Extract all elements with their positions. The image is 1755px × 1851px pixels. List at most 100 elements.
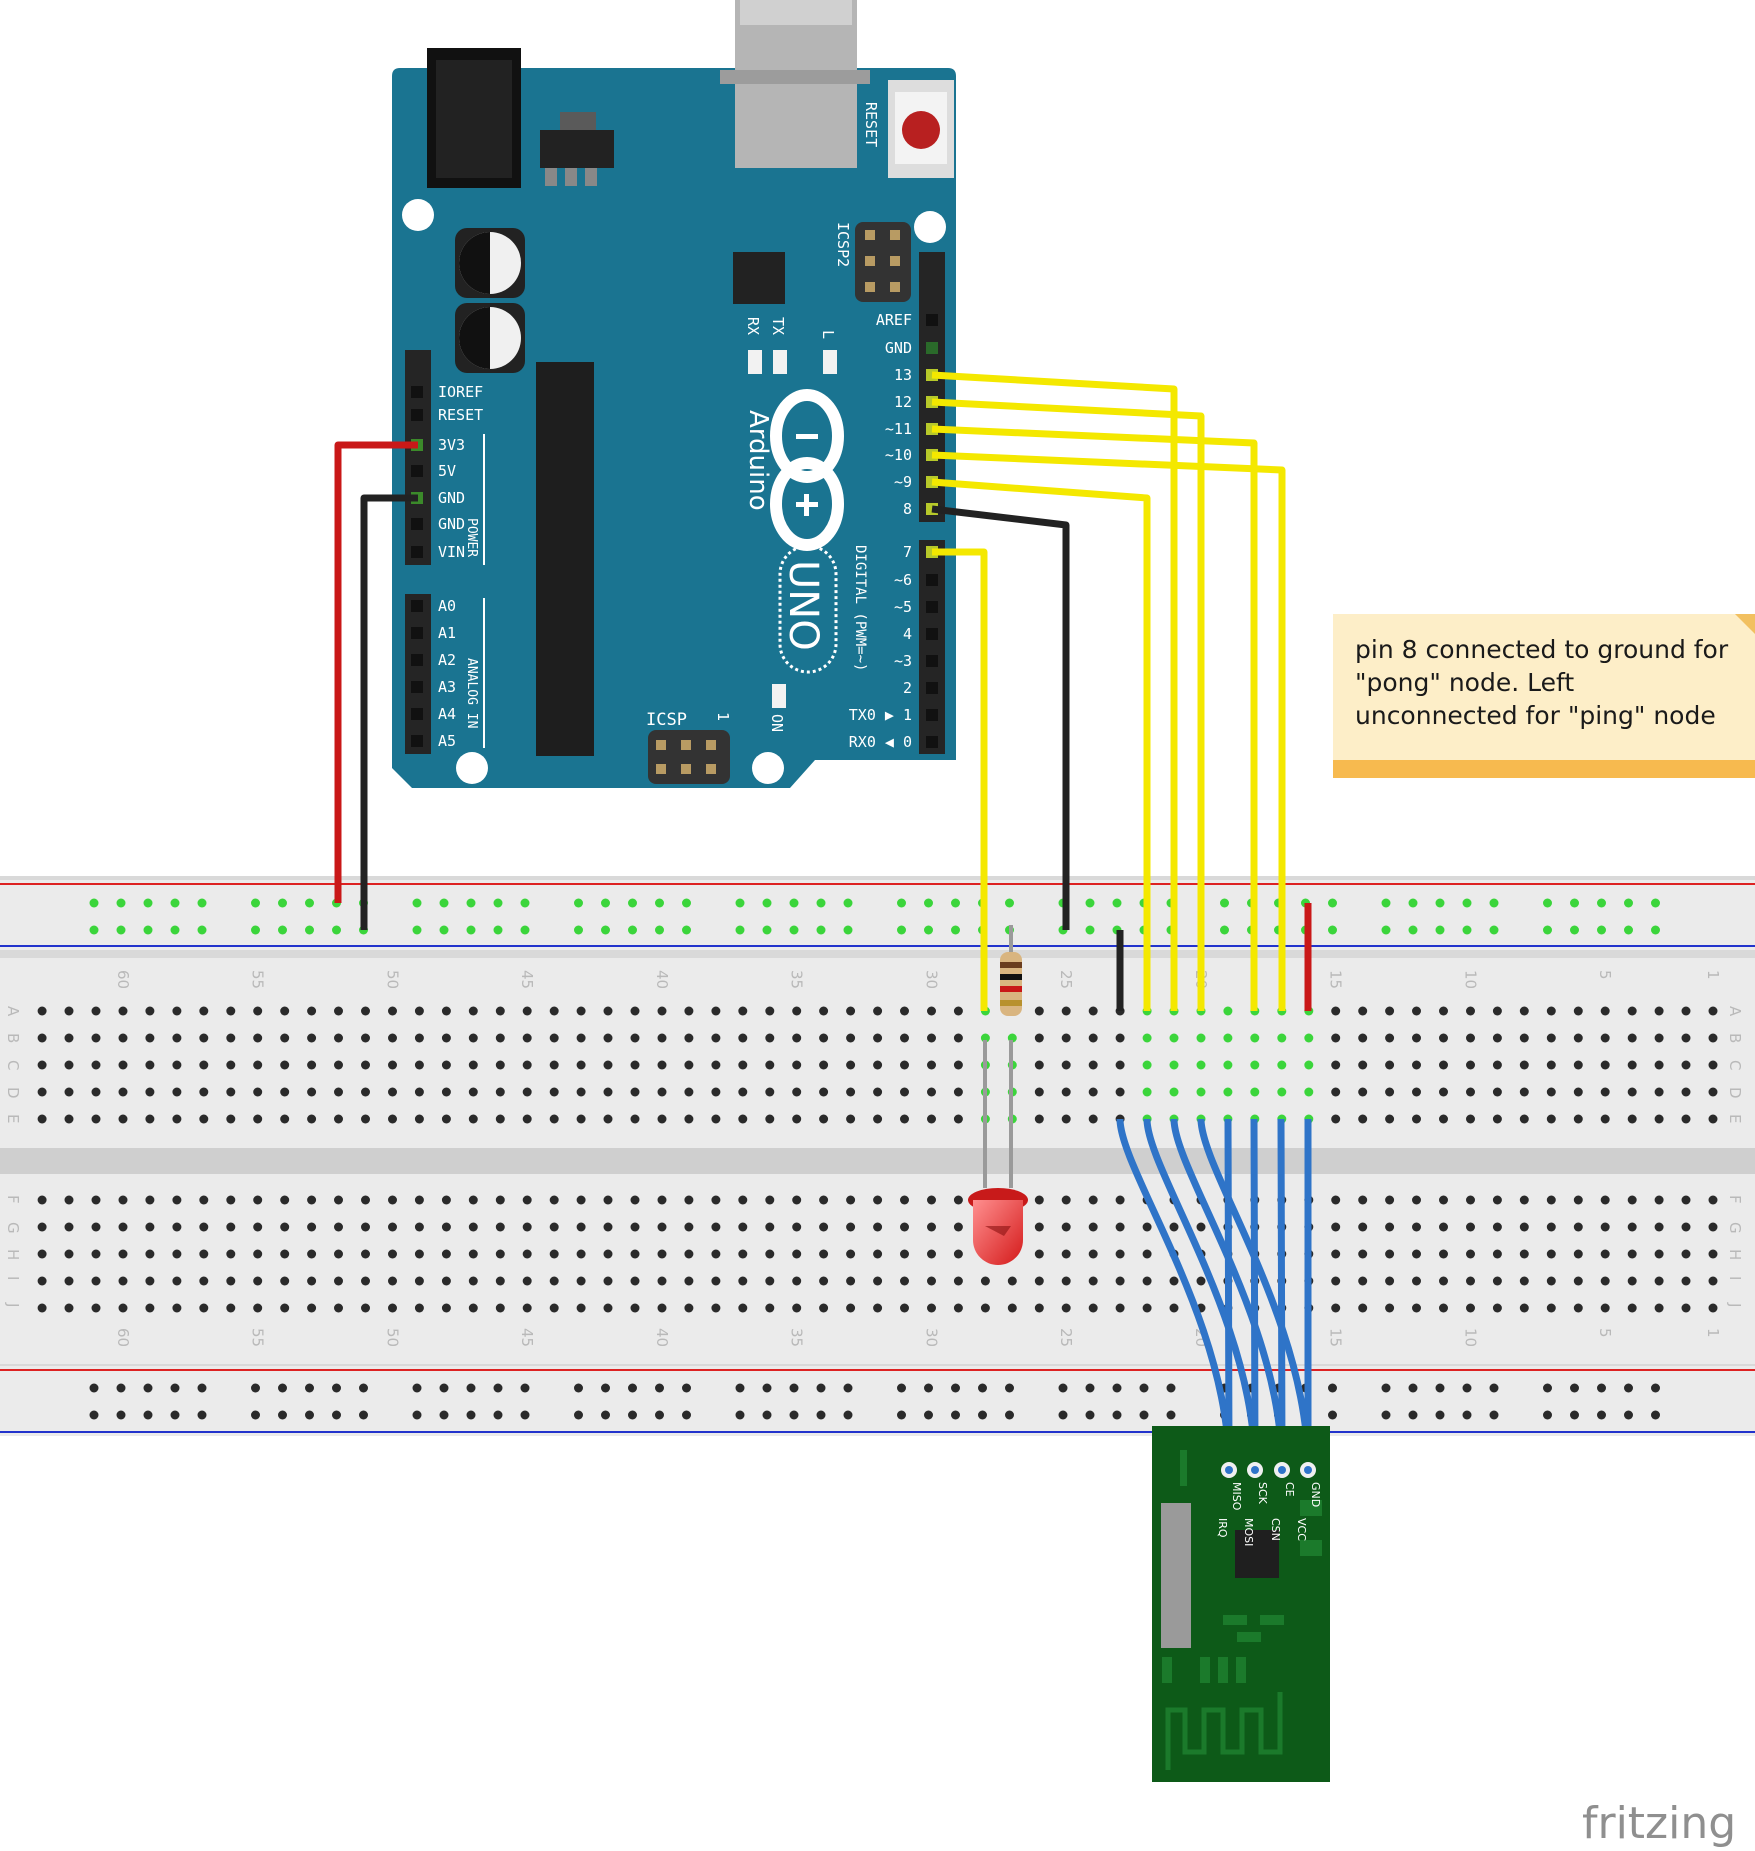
breadboard-hole: [91, 1249, 101, 1259]
breadboard-hole: [711, 1303, 721, 1313]
header-pin: [926, 628, 938, 640]
breadboard-hole: [91, 1006, 101, 1016]
column-number: 55: [249, 970, 267, 989]
module-pin-label: GND: [1309, 1482, 1322, 1507]
rail-hole: [816, 898, 826, 908]
rail-hole: [1543, 925, 1552, 935]
column-number: 1: [1704, 1328, 1722, 1338]
breadboard-hole: [226, 1033, 236, 1043]
breadboard-hole: [738, 1195, 748, 1205]
rail-hole: [1624, 925, 1633, 935]
row-letter: J: [4, 1302, 22, 1307]
breadboard-hole: [361, 1087, 370, 1097]
rail-hole: [1597, 1410, 1606, 1420]
breadboard-hole: [1061, 1303, 1071, 1313]
breadboard-hole: [37, 1276, 47, 1286]
breadboard-hole: [226, 1114, 236, 1124]
breadboard-hole: [684, 1249, 694, 1259]
breadboard-hole: [1412, 1276, 1421, 1286]
column-number: 10: [1462, 970, 1480, 989]
rail-hole: [1139, 1383, 1149, 1393]
usb-connector: [720, 0, 870, 168]
rail-hole: [1381, 925, 1391, 935]
breadboard-hole: [657, 1060, 667, 1070]
digital-pin-label: 8: [903, 500, 912, 518]
pcb-antenna: [1165, 1692, 1283, 1770]
breadboard-hole: [1250, 1087, 1260, 1097]
breadboard-hole: [1492, 1114, 1502, 1124]
breadboard-hole: [280, 1060, 290, 1070]
breadboard-hole: [549, 1195, 559, 1205]
breadboard-hole: [253, 1087, 263, 1097]
wire-3v3-power: [334, 441, 418, 903]
breadboard-hole: [1169, 1222, 1179, 1232]
rail-hole: [412, 898, 422, 908]
breadboard-hole: [280, 1249, 290, 1259]
breadboard-hole: [603, 1222, 613, 1232]
breadboard-hole: [1681, 1195, 1691, 1205]
breadboard-hole: [1331, 1222, 1341, 1232]
breadboard-hole: [199, 1195, 209, 1205]
breadboard-hole: [1115, 1087, 1125, 1097]
row-letter: J: [1726, 1302, 1744, 1307]
rail-hole: [897, 1410, 906, 1420]
row-letter: G: [4, 1222, 22, 1234]
breadboard-hole: [846, 1006, 856, 1016]
breadboard-hole: [1546, 1222, 1556, 1232]
breadboard-hole: [1331, 1195, 1341, 1205]
rail-hole: [1085, 1383, 1095, 1393]
breadboard-hole: [765, 1114, 775, 1124]
breadboard-hole: [1223, 1060, 1233, 1070]
breadboard-hole: [64, 1195, 74, 1205]
breadboard-hole: [576, 1060, 586, 1070]
breadboard-hole: [630, 1303, 640, 1313]
breadboard-hole: [711, 1222, 721, 1232]
digital-pin-label: ~11: [885, 420, 912, 438]
reset-button[interactable]: [888, 80, 954, 178]
breadboard-hole: [657, 1006, 667, 1016]
rail-hole: [897, 898, 906, 908]
digital-section-label: DIGITAL (PWM=~): [852, 545, 868, 671]
breadboard-hole: [307, 1222, 317, 1232]
rail-hole: [116, 1410, 126, 1420]
rail-hole: [924, 898, 933, 908]
breadboard-hole: [1627, 1276, 1637, 1286]
breadboard-hole: [1600, 1033, 1610, 1043]
breadboard-hole: [226, 1222, 236, 1232]
breadboard-hole: [738, 1222, 748, 1232]
breadboard-hole: [441, 1006, 451, 1016]
rail-hole: [251, 925, 260, 935]
rail-hole: [305, 898, 314, 908]
rail-hole: [197, 1383, 207, 1393]
breadboard-hole: [1142, 1303, 1152, 1313]
rail-hole: [1328, 898, 1337, 908]
breadboard-hole: [1385, 1303, 1395, 1313]
breadboard-hole: [414, 1249, 424, 1259]
rail-hole: [143, 1410, 153, 1420]
breadboard-hole: [630, 1222, 640, 1232]
rail-hole: [170, 1410, 180, 1420]
power-section-label: POWER: [464, 518, 479, 557]
breadboard-hole: [388, 1060, 397, 1070]
breadboard-hole: [1385, 1249, 1395, 1259]
rail-hole: [439, 1410, 449, 1420]
breadboard-hole: [1034, 1114, 1044, 1124]
breadboard-hole: [1708, 1276, 1718, 1286]
breadboard-hole: [1034, 1222, 1044, 1232]
breadboard-hole: [253, 1249, 263, 1259]
rail-hole: [978, 1383, 987, 1393]
header-pin: [411, 654, 423, 666]
breadboard-hole: [1331, 1303, 1341, 1313]
breadboard-hole: [441, 1249, 451, 1259]
breadboard-hole: [226, 1249, 236, 1259]
breadboard-hole: [64, 1114, 74, 1124]
column-number: 1: [1704, 970, 1722, 980]
breadboard-hole: [1169, 1033, 1179, 1043]
breadboard-hole: [684, 1276, 694, 1286]
breadboard-hole: [388, 1222, 397, 1232]
breadboard-hole: [91, 1060, 101, 1070]
breadboard-hole: [1546, 1087, 1556, 1097]
breadboard-hole: [1600, 1195, 1610, 1205]
breadboard-hole: [1466, 1060, 1475, 1070]
breadboard-hole: [522, 1033, 532, 1043]
